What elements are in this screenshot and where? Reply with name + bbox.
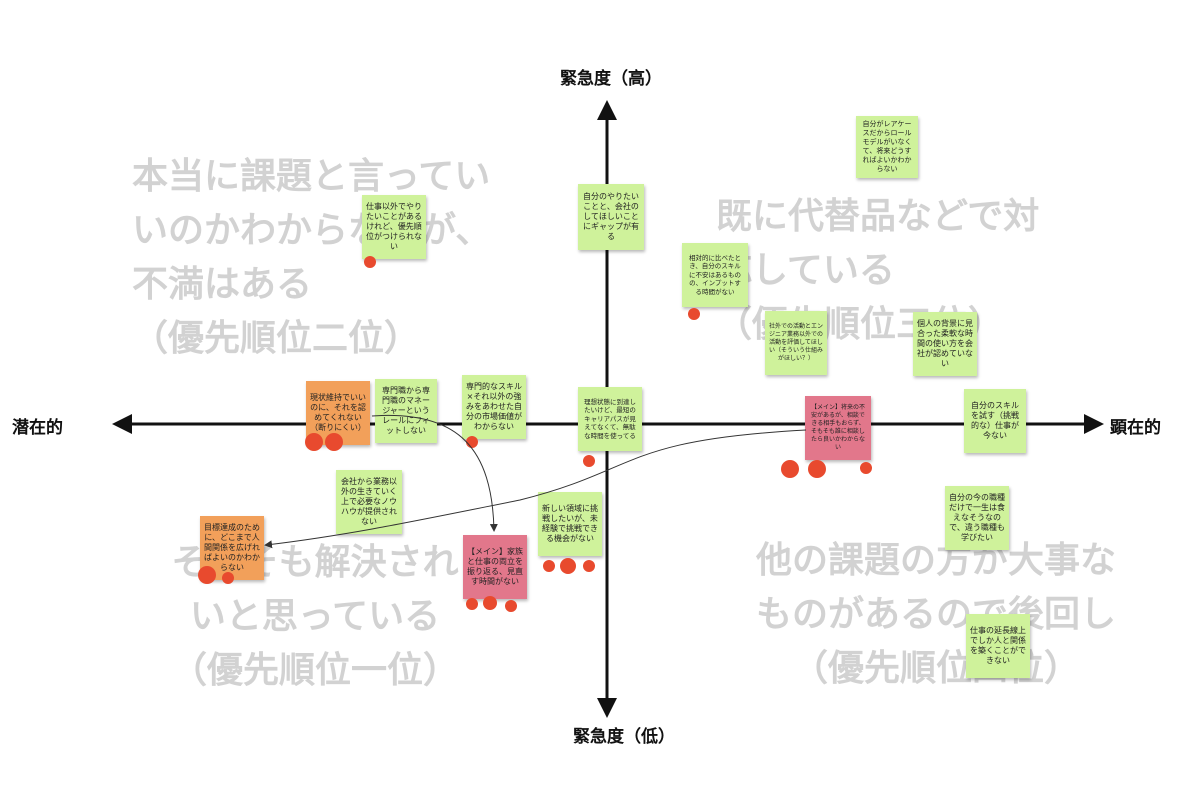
sticky-note-text: 仕事の延長線上でしか人と関係を築くことができない [970, 626, 1026, 665]
sticky-note-text: 社外での活動とエンジニア業務以外での活動を評価してほしい（そういう仕組みがほしい… [769, 323, 824, 362]
vote-dot [483, 596, 497, 610]
sticky-note-life-knowhow[interactable]: 会社から業務以外の生きていく上で必要なノウハウが提供されない [336, 470, 402, 534]
sticky-note-hobby-priority[interactable]: 仕事以外でやりたいことがあるけれど、優先順位がつけられない [362, 195, 426, 259]
sticky-note-outside-activity[interactable]: 社外での活動とエンジニア業務以外での活動を評価してほしい（そういう仕組みがほしい… [765, 311, 827, 375]
sticky-note-text: 新しい領域に挑戦したいが、未経験で挑戦できる機会がない [542, 504, 598, 543]
sticky-note-text: 自分のスキルを試す（挑戦的な）仕事が今ない [971, 401, 1019, 440]
vote-dot [466, 598, 478, 610]
vote-dot [560, 558, 576, 574]
vote-dot [543, 560, 555, 572]
sticky-note-text: 専門職から専門職のマネージャーというレールにフィットしない [382, 386, 430, 435]
sticky-note-text: 個人の背景に見合った柔軟な時間の使い方を会社が認めていない [917, 319, 973, 368]
sticky-note-text: 自分の今の職種だけで一生は食えなそうなので、違う職種も学びたい [949, 493, 1005, 542]
sticky-note-text: 現状維持でいいのに、それを認めてくれない（断りにくい） [310, 393, 366, 432]
vote-dot [781, 460, 799, 478]
vote-dot [364, 256, 376, 268]
vote-dot [198, 566, 216, 584]
vote-dot [583, 455, 595, 467]
vote-dot [688, 308, 700, 320]
quadrant-top-left-text: 本当に課題と言ってい いのかわからないが、 不満はある （優先順位二位） [132, 156, 492, 359]
vote-dot [505, 600, 517, 612]
axis-label-right: 顕在的 [1110, 418, 1161, 438]
quadrant-top-right-text: 既に代替品などで対 応している （優先順位三位） [716, 196, 1040, 345]
sticky-note-challenge-work[interactable]: 自分のスキルを試す（挑戦的な）仕事が今ない [964, 389, 1026, 453]
sticky-note-main-consultation[interactable]: 【メイン】将来の不安があるが、相談できる相手もおらず、そもそも誰に相談したら良い… [805, 396, 871, 460]
vote-dot [808, 460, 826, 478]
sticky-note-career-path[interactable]: 理想状態に到達したいけど、最短のキャリアパスが見えてなくて、無駄な時間を使ってる [578, 387, 642, 451]
vote-dot [860, 462, 872, 474]
quadrant-bottom-right-text: 他の課題の方が大事な ものがあるので後回し （優先順位四位） [755, 540, 1116, 689]
sticky-note-main-family-balance[interactable]: 【メイン】家族と仕事の両立を振り返る、見直す時間がない [463, 535, 527, 599]
sticky-note-text: 自分のやりたいことと、会社のしてほしいことにギャップが有る [583, 192, 639, 241]
vote-dot [466, 436, 478, 448]
sticky-note-work-relations[interactable]: 仕事の延長線上でしか人と関係を築くことができない [966, 614, 1030, 678]
sticky-note-network-goal[interactable]: 目標達成のために、どこまで人間関係を広げればよいのかわからない [200, 516, 264, 580]
sticky-note-other-job[interactable]: 自分の今の職種だけで一生は食えなそうなので、違う職種も学びたい [945, 486, 1009, 550]
axis-arrow-right [1084, 414, 1104, 434]
axis-arrow-down [597, 698, 617, 718]
sticky-note-text: 専門的なスキル×それ以外の強みをあわせた自分の市場価値がわからない [466, 382, 522, 431]
sticky-note-text: 自分がレアケースだからロールモデルがいなくて、将来どうすればよいかわからない [862, 120, 912, 173]
sticky-note-text: 目標達成のために、どこまで人間関係を広げればよいのかわからない [204, 523, 260, 572]
sticky-note-text: 【メイン】家族と仕事の両立を振り返る、見直す時間がない [467, 547, 523, 586]
axis-label-left: 潜在的 [12, 418, 63, 438]
sticky-note-text: 会社から業務以外の生きていく上で必要なノウハウが提供されない [341, 477, 397, 526]
sticky-note-text: 仕事以外でやりたいことがあるけれど、優先順位がつけられない [366, 202, 422, 251]
vote-dot [222, 572, 234, 584]
sticky-note-text: 【メイン】将来の不安があるが、相談できる相手もおらず、そもそも誰に相談したら良い… [810, 404, 865, 451]
sticky-note-text: 理想状態に到達したいけど、最短のキャリアパスが見えてなくて、無駄な時間を使ってる [584, 397, 636, 440]
axis-arrow-left [112, 414, 132, 434]
sticky-note-new-domain[interactable]: 新しい領域に挑戦したいが、未経験で挑戦できる機会がない [538, 492, 602, 556]
sticky-note-skill-input[interactable]: 相対的に比べたとき、自分のスキルに不安はあるものの、インプットする時間がない [682, 243, 748, 307]
sticky-note-role-model[interactable]: 自分がレアケースだからロールモデルがいなくて、将来どうすればよいかわからない [856, 116, 918, 178]
axis-label-top: 緊急度（高） [560, 69, 662, 89]
vote-dot [305, 433, 323, 451]
axis-label-bottom: 緊急度（低） [573, 727, 675, 747]
vote-dot [583, 560, 595, 572]
sticky-note-text: 相対的に比べたとき、自分のスキルに不安はあるものの、インプットする時間がない [689, 253, 741, 296]
sticky-note-company-gap[interactable]: 自分のやりたいことと、会社のしてほしいことにギャップが有る [578, 184, 644, 250]
sticky-note-market-value[interactable]: 専門的なスキル×それ以外の強みをあわせた自分の市場価値がわからない [462, 375, 526, 439]
sticky-note-flexible-time[interactable]: 個人の背景に見合った柔軟な時間の使い方を会社が認めていない [913, 312, 977, 376]
axis-arrow-up [597, 100, 617, 120]
vote-dot [325, 433, 343, 451]
sticky-note-career-rail[interactable]: 専門職から専門職のマネージャーというレールにフィットしない [375, 379, 437, 443]
